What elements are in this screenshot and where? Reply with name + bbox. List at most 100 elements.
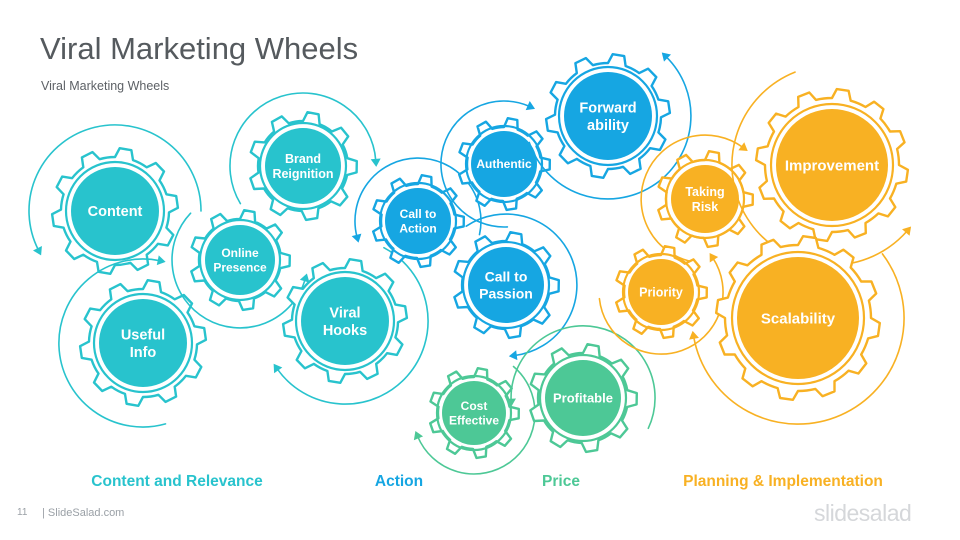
gear-ring-call-to-action [378, 181, 458, 261]
gear-ring-cost-effective [435, 374, 513, 452]
gear-label-brand-reignition-1: Brand [285, 152, 321, 166]
rotation-arrow-authentic [440, 100, 531, 228]
arrowhead-authentic [525, 101, 536, 111]
gear-disc-brand-reignition [265, 128, 341, 204]
arrowhead-online-presence [299, 273, 310, 283]
rotation-arrow-viral-hooks [276, 246, 429, 405]
gear-label-scalability: Scalability [761, 310, 836, 327]
gear-disc-authentic [471, 131, 537, 197]
gear-disc-call-to-action [385, 188, 451, 254]
arrowhead-viral-hooks [273, 363, 283, 374]
gear-ring-online-presence [198, 218, 282, 302]
gear-disc-forward-ability [564, 72, 652, 160]
rotation-arrow-scalability [692, 253, 905, 425]
gear-disc-call-to-passion [468, 247, 544, 323]
arrowhead-profitable [505, 398, 516, 407]
category-label-action: Action [374, 473, 424, 490]
rotation-arrow-call-to-passion [465, 213, 578, 357]
arrowhead-call-to-passion [508, 350, 518, 361]
gear-ring-forward-ability [557, 65, 659, 167]
gear-label-priority: Priority [639, 285, 683, 299]
arrowhead-cost-effective [413, 430, 424, 441]
gear-ring-scalability [730, 250, 866, 386]
gear-disc-online-presence [205, 225, 275, 295]
gear-disc-content [71, 167, 159, 255]
gear-content: Content [28, 124, 202, 275]
slidesalad-logo: slidesalad [814, 500, 912, 526]
arrowhead-improvement [902, 226, 912, 236]
page-subtitle: Viral Marketing Wheels [41, 79, 170, 93]
gear-label-viral-hooks-1: Viral [329, 305, 360, 321]
gear-disc-cost-effective [442, 381, 506, 445]
gear-label-profitable: Profitable [553, 391, 613, 406]
rotation-arrow-content [28, 124, 202, 251]
gear-authentic: Authentic [440, 100, 551, 228]
category-label-content-relevance: Content and Relevance [91, 473, 263, 490]
arrowhead-brand-reignition [370, 158, 381, 167]
gear-disc-taking-risk [671, 165, 739, 233]
gear-ring-improvement [769, 102, 895, 228]
gear-forward-ability: Forward ability [528, 52, 692, 200]
footer-site-link: | SlideSalad.com [42, 507, 125, 519]
gear-ring-priority [621, 252, 701, 332]
gear-label-call-to-passion-1: Call to [485, 269, 528, 285]
gear-disc-scalability [737, 257, 859, 379]
rotation-arrow-forward-ability [528, 55, 692, 200]
arrowhead-taking-risk [738, 142, 748, 151]
gear-label-brand-reignition-2: Reignition [272, 167, 333, 181]
gear-disc-priority [628, 259, 694, 325]
rotation-arrow-brand-reignition [229, 92, 377, 205]
gear-label-call-to-action-2: Action [399, 221, 436, 235]
rotation-arrow-useful-info [58, 258, 167, 428]
gear-ring-call-to-passion [461, 240, 551, 330]
category-label-price: Price [542, 473, 580, 490]
gear-disc-viral-hooks [301, 277, 389, 365]
page-title: Viral Marketing Wheels [40, 31, 359, 66]
gear-label-useful-info-2: Info [130, 345, 157, 361]
arrowhead-content [33, 245, 42, 256]
gear-label-call-to-action-1: Call to [400, 207, 437, 221]
gear-label-useful-info-1: Useful [121, 327, 165, 343]
gear-label-taking-risk-1: Taking [685, 185, 724, 199]
arrowhead-priority [709, 253, 719, 263]
arrowhead-forward-ability [661, 52, 671, 62]
rotation-arrow-cost-effective [416, 365, 536, 475]
category-label-planning: Planning & Implementation [683, 473, 883, 490]
gear-label-forward-ability-1: Forward [579, 100, 636, 116]
gear-label-online-presence-1: Online [221, 246, 259, 260]
gear-label-viral-hooks-2: Hooks [323, 323, 367, 339]
rotation-arrow-profitable [510, 325, 656, 430]
gear-profitable: Profitable [505, 325, 656, 454]
gear-disc-useful-info [99, 299, 187, 387]
rotation-arrow-priority [598, 257, 724, 355]
arrowhead-useful-info [156, 255, 166, 266]
arrowhead-call-to-action [351, 233, 362, 243]
gear-label-cost-effective-1: Cost [461, 399, 488, 413]
gear-label-cost-effective-2: Effective [449, 413, 499, 427]
gear-label-content: Content [88, 204, 143, 220]
rotation-arrow-improvement [731, 71, 908, 266]
gear-scalability: Scalability [689, 235, 905, 425]
gear-label-authentic: Authentic [476, 157, 532, 171]
gear-ring-authentic [464, 124, 544, 204]
gear-label-taking-risk-2: Risk [692, 200, 718, 214]
gear-disc-profitable [545, 360, 621, 436]
gear-ring-viral-hooks [294, 270, 396, 372]
page-number: 11 [17, 507, 28, 518]
gear-label-forward-ability-2: ability [587, 118, 629, 134]
arrowhead-scalability [689, 330, 699, 340]
gear-label-improvement: Improvement [785, 157, 879, 174]
gear-disc-improvement [776, 109, 888, 221]
rotation-arrow-online-presence [171, 212, 306, 329]
gear-priority: Priority [598, 245, 724, 355]
gear-label-call-to-passion-2: Passion [479, 285, 533, 301]
